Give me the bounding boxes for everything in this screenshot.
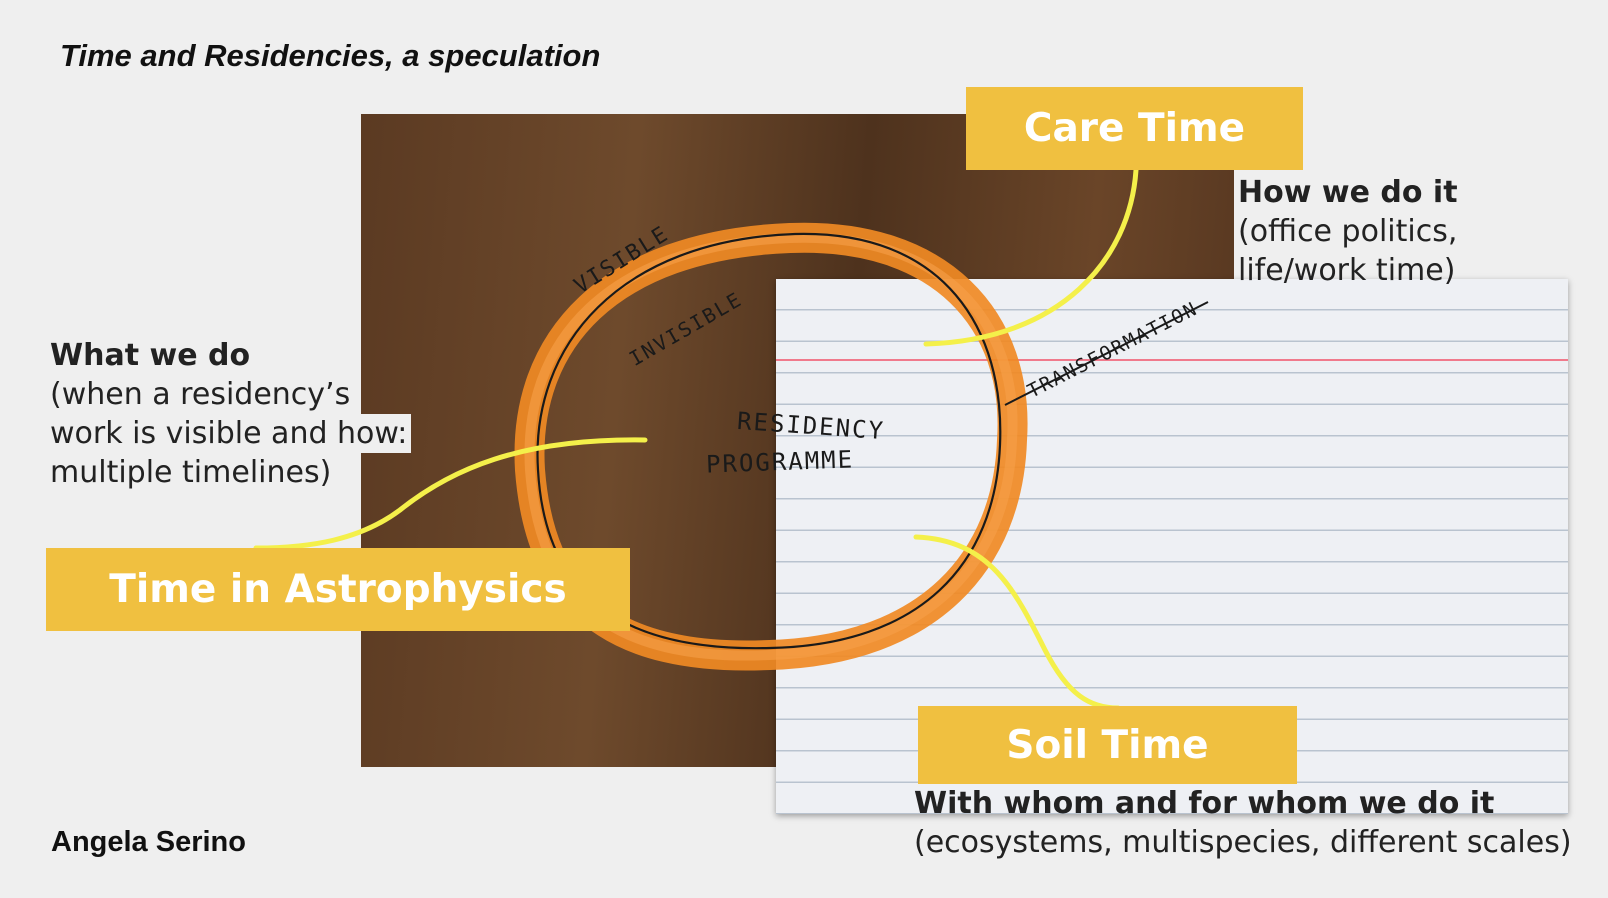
astrophysics-connector <box>253 437 648 551</box>
ink-ring <box>536 232 1002 650</box>
orange-ring-highlight <box>524 232 1018 661</box>
card-margin-line <box>776 359 1568 361</box>
soil-description: With whom and for whom we do it (ecosyst… <box>914 784 1572 862</box>
what-description-line-2: work is visible and how: <box>50 414 412 453</box>
what-description-heading: What we do <box>50 338 251 373</box>
slide-title: Time and Residencies, a speculation <box>60 38 601 73</box>
soil-connector <box>913 534 1121 711</box>
index-card <box>776 279 1568 814</box>
soil-description-line-1: (ecosystems, multispecies, different sca… <box>914 825 1572 860</box>
transformation-underline <box>1004 301 1209 406</box>
card-photo <box>361 114 1568 814</box>
care-description-heading: How we do it <box>1238 175 1458 210</box>
care-time-label: Care Time <box>966 87 1303 170</box>
care-description-line-2: life/work time) <box>1238 253 1456 288</box>
soil-description-heading: With whom and for whom we do it <box>914 786 1495 821</box>
author-name: Angela Serino <box>51 826 246 858</box>
what-description-line-3: multiple timelines) <box>50 453 336 492</box>
what-description-line-1: (when a residency’s <box>50 375 355 414</box>
care-connector <box>923 167 1139 347</box>
what-description: What we do (when a residency’s work is v… <box>50 336 412 492</box>
soil-time-label: Soil Time <box>918 706 1297 784</box>
astrophysics-label: Time in Astrophysics <box>46 548 630 631</box>
care-description: How we do it (office politics, life/work… <box>1238 173 1458 290</box>
care-description-line-1: (office politics, <box>1238 214 1458 249</box>
